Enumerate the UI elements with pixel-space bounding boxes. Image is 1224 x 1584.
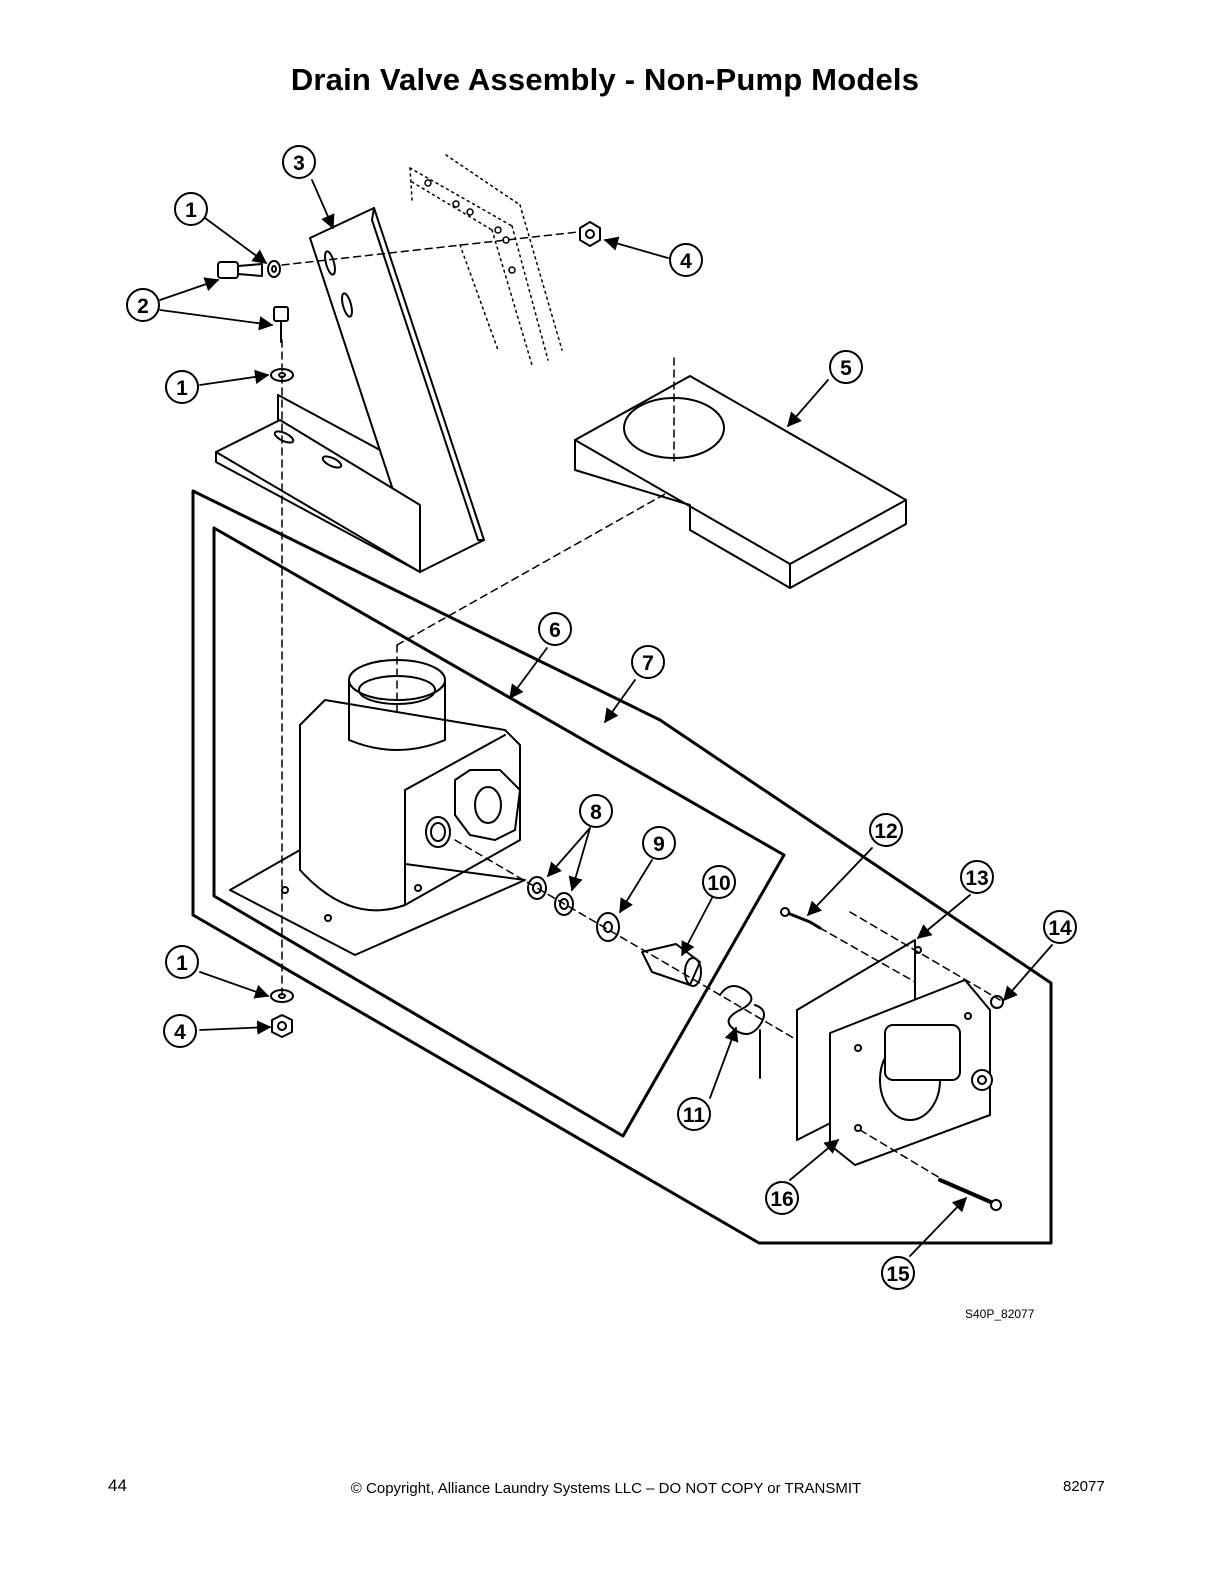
callout-label: 2 bbox=[137, 295, 149, 318]
callout-label: 3 bbox=[293, 152, 305, 175]
frame-holes bbox=[424, 179, 516, 274]
solenoid-assembly bbox=[796, 939, 993, 1166]
callout-label: 4 bbox=[680, 250, 692, 273]
callout-label: 1 bbox=[185, 199, 197, 222]
copyright-notice: © Copyright, Alliance Laundry Systems LL… bbox=[350, 1480, 862, 1497]
callout-label: 12 bbox=[874, 820, 897, 843]
callout-label: 4 bbox=[174, 1021, 186, 1044]
callout-label: 5 bbox=[840, 357, 852, 380]
mounting-bracket bbox=[215, 207, 485, 573]
callout-label: 16 bbox=[770, 1188, 793, 1211]
callout-label: 14 bbox=[1048, 917, 1072, 940]
inner-enclosure-outline bbox=[212, 526, 786, 1138]
drain-valve-body bbox=[229, 659, 526, 956]
page-title: Drain Valve Assembly - Non-Pump Models bbox=[290, 62, 920, 97]
document-number: 82077 bbox=[1063, 1478, 1105, 1495]
page-number: 44 bbox=[108, 1476, 127, 1495]
callout-label: 8 bbox=[590, 801, 602, 824]
callout-label: 1 bbox=[176, 952, 188, 975]
outer-enclosure-outline bbox=[191, 489, 1053, 1245]
callout-bubbles bbox=[126, 145, 1077, 1290]
callout-label: 11 bbox=[683, 1104, 706, 1127]
leader-lines bbox=[159, 179, 1053, 1257]
figure-id: S40P_82077 bbox=[965, 1307, 1035, 1321]
drain-cover-plate bbox=[574, 375, 907, 589]
callout-label: 7 bbox=[642, 652, 654, 675]
callout-labels: 1 2 1 3 4 5 6 7 8 9 10 11 12 13 14 15 16… bbox=[137, 152, 1072, 1286]
alignment-lines bbox=[281, 231, 1001, 1179]
callout-label: 15 bbox=[886, 1263, 910, 1286]
callout-label: 13 bbox=[965, 867, 988, 890]
callout-label: 1 bbox=[176, 377, 188, 400]
callout-label: 9 bbox=[653, 833, 665, 856]
callout-label: 6 bbox=[549, 619, 561, 642]
callout-label: 10 bbox=[707, 872, 730, 895]
machine-frame-panel bbox=[409, 154, 563, 366]
